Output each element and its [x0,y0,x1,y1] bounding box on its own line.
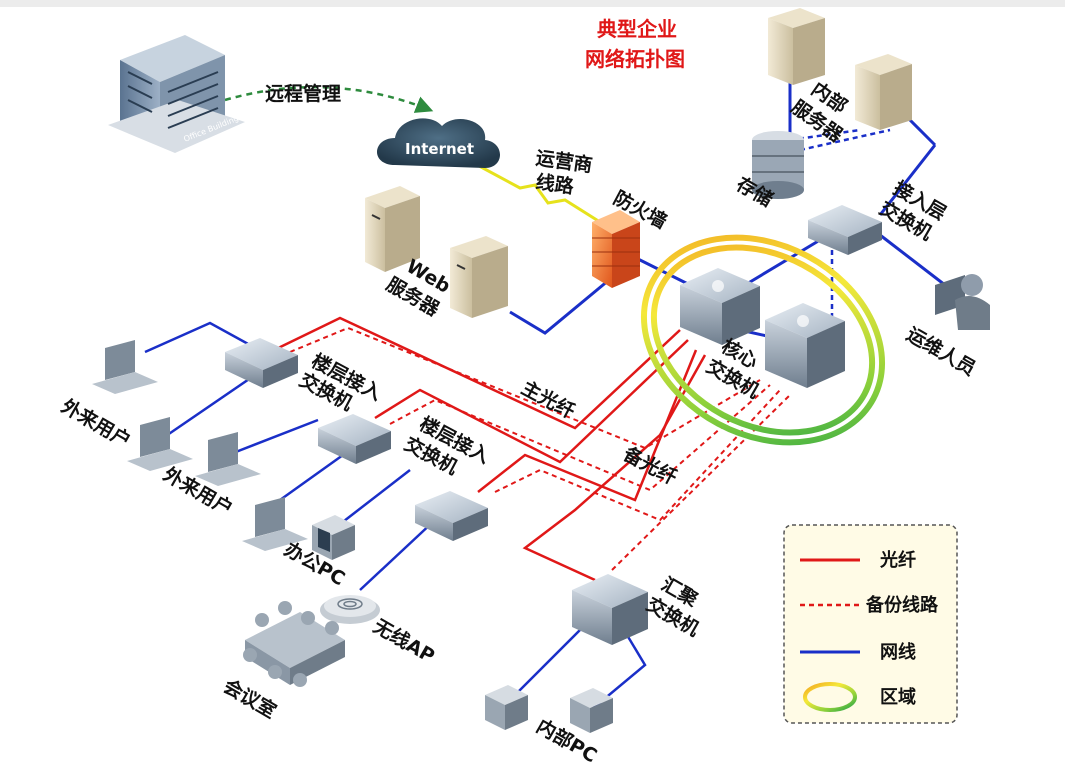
internal-server-icon [855,54,912,130]
top-bar [0,0,1065,7]
legend-swatch-zone [803,682,857,712]
firewall-icon [592,210,640,288]
lan-cables [144,321,647,716]
floor-access-switch-icon [318,414,391,464]
web-server-icon [450,236,508,318]
storage-icon [752,131,804,199]
internet-label: Internet [405,140,474,158]
legend-item-zone: 区域 [803,682,916,712]
office-building-icon: Office Building [108,35,245,153]
internal-pc-icon [570,688,613,733]
access-ops-link [879,233,946,287]
internal-pc-icon [485,685,528,730]
desktop-pc-icon [312,515,355,560]
guest-user-1-label: 外来用户 [58,394,135,452]
legend-label-backup: 备份线路 [865,594,939,616]
ops-staff-label: 运维人员 [903,322,980,380]
legend-label-cable: 网线 [880,641,916,663]
meeting-room-label: 会议室 [220,674,281,722]
floor-access-switch-icon [225,338,298,388]
storage-server-dashed [799,128,891,152]
laptop-icon [127,417,193,471]
remote-management-link [224,85,434,113]
internal-server-icon [768,8,825,85]
access-core-link [744,238,821,287]
title-line1: 典型企业 [597,17,677,41]
legend-label-fiber: 光纤 [879,549,916,571]
isp-line-link [467,158,601,224]
backup-fiber-lines [289,326,791,571]
aggregation-switch-icon [572,574,648,645]
remote-management-label: 远程管理 [265,82,341,105]
ops-staff-icon [935,274,990,330]
core-switch-icon [765,303,845,388]
zone-rings [640,234,886,446]
web-firewall-link [509,273,616,335]
access-layer-switch-icon [808,205,882,255]
laptop-icon [92,340,158,394]
title: 典型企业 网络拓扑图 [585,17,685,71]
floor-access-switch-icon [415,491,488,541]
wireless-ap-icon [320,595,380,624]
core-switch-icon [680,268,760,345]
legend-item-backup: 备份线路 [800,594,939,616]
legend-box [783,524,958,724]
legend-label-zone: 区域 [880,686,916,708]
isp-line-label-2: 线路 [534,170,576,198]
server-link-c [878,144,937,216]
laptop-icon [195,432,261,486]
legend: 光纤 备份线路 网线 区域 [783,524,958,724]
wireless-ap-label: 无线AP [370,614,439,667]
legend-item-cable: 网线 [800,641,916,663]
meeting-room-icon [243,601,345,687]
web-server-icon [365,186,420,272]
internet-cloud-icon [376,118,500,168]
laptop-icon [242,497,308,551]
backup-fiber-label: 备光纤 [619,442,681,490]
title-line2: 网络拓扑图 [585,47,685,71]
legend-item-fiber: 光纤 [800,549,916,571]
